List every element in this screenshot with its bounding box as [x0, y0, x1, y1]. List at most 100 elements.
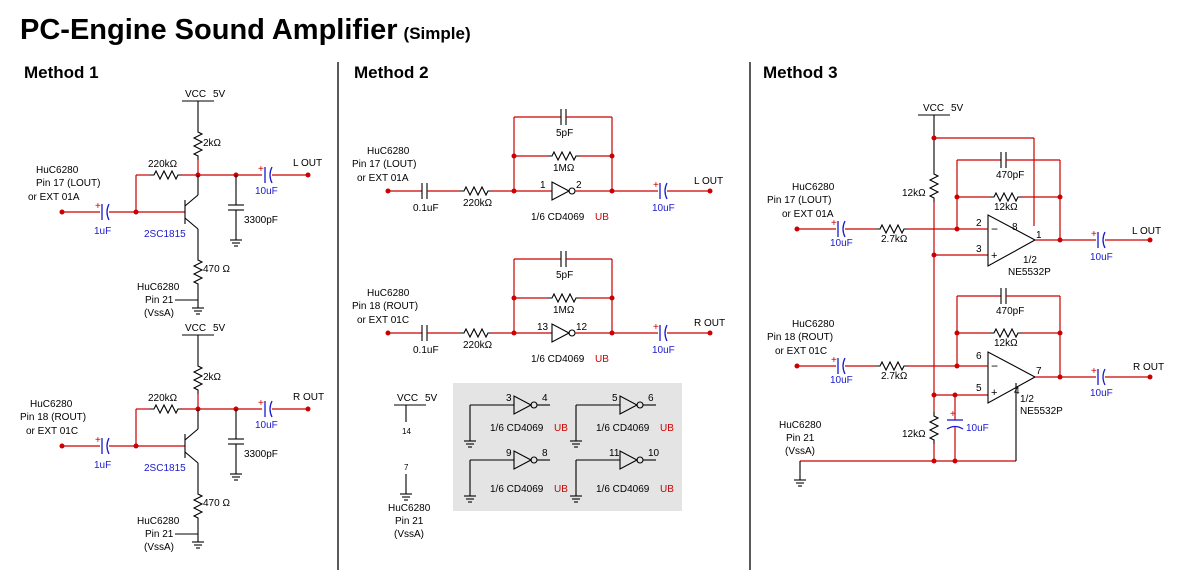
resistor-12k-bot: [929, 411, 939, 445]
pin-a8: 8: [1012, 222, 1018, 233]
transistor-label: 2SC1815: [144, 229, 186, 240]
m2-src-top-3: or EXT 01A: [357, 173, 409, 184]
m3-cap-out-b: 10uF: [1090, 388, 1113, 399]
svg-text:−: −: [991, 359, 998, 373]
gnd-line1: HuC6280: [137, 282, 180, 293]
pin-8: 8: [542, 448, 548, 459]
m2-gnd-3: (VssA): [394, 529, 424, 540]
r-base-label: 220kΩ: [148, 159, 178, 170]
m2-inv-label-2: 1/6 CD4069: [531, 354, 585, 365]
m3-op-half-b: 1/2: [1020, 394, 1034, 405]
src-bot-line3: or EXT 01C: [26, 426, 78, 437]
m2-gnd-2: Pin 21: [395, 516, 424, 527]
m3-cap-bias: 10uF: [966, 423, 989, 434]
m3-cap-out-a: 10uF: [1090, 252, 1113, 263]
r-out-label: R OUT: [293, 392, 324, 403]
r-emit-label: 470 Ω: [203, 264, 230, 275]
m2-pin7: 7: [404, 463, 409, 472]
m2-cap-in-2: 0.1uF: [413, 345, 439, 356]
pin-b5: 5: [976, 383, 982, 394]
m3-cap-in-a: 10uF: [830, 238, 853, 249]
m3-gnd-3: (VssA): [785, 446, 815, 457]
unused-label-3: 1/6 CD4069: [490, 484, 544, 495]
unused-suffix-2: UB: [660, 423, 674, 434]
m2-gnd-1: HuC6280: [388, 503, 431, 514]
method-2-circuit-bottom: HuC6280 Pin 18 (ROUT) or EXT 01C 0.1uF 2…: [352, 250, 725, 365]
title-text: PC-Engine Sound Amplifier: [20, 14, 398, 46]
pin-13: 13: [537, 322, 549, 333]
m3-vcc: VCC: [923, 103, 944, 114]
cap-out-label: 3300pF: [244, 215, 278, 226]
pin-4: 4: [542, 393, 548, 404]
pin-a2: 2: [976, 218, 982, 229]
gnd-line3: (VssA): [144, 308, 174, 319]
vcc-label: VCC: [185, 89, 206, 100]
m3-r-in-a: 2.7kΩ: [881, 234, 908, 245]
l-out-label: L OUT: [293, 158, 322, 169]
m3-gnd-2: Pin 21: [786, 433, 815, 444]
opamp-b: [987, 351, 1037, 404]
cap-out-label-2: 3300pF: [244, 449, 278, 460]
page-title: PC-Engine Sound Amplifier (Simple): [20, 14, 471, 47]
m2-r-fb-2: 1MΩ: [553, 305, 575, 316]
m3-op-name-b: NE5532P: [1020, 406, 1063, 417]
svg-text:+: +: [991, 387, 997, 399]
src-top-line2: Pin 17 (LOUT): [36, 178, 100, 189]
m3-src-bot-3: or EXT 01C: [775, 346, 827, 357]
pin-9: 9: [506, 448, 512, 459]
m2-cap-out: 10uF: [652, 203, 675, 214]
method-1-heading: Method 1: [24, 63, 99, 82]
m3-r-in-b: 2.7kΩ: [881, 371, 908, 382]
m3-src-bot-1: HuC6280: [792, 319, 835, 330]
cap-ac-label: 10uF: [255, 186, 278, 197]
src-top-line1: HuC6280: [36, 165, 79, 176]
method-2-circuit-top: HuC6280 Pin 17 (LOUT) or EXT 01A 0.1uF 2…: [352, 108, 723, 223]
m2-cap-fb-2: 5pF: [556, 270, 573, 281]
unused-suffix-1: UB: [554, 423, 568, 434]
svg-text:+: +: [950, 409, 956, 420]
vcc-volts: 5V: [213, 89, 226, 100]
m2-src-top-1: HuC6280: [367, 146, 410, 157]
svg-text:+: +: [991, 250, 997, 262]
m2-inv-label: 1/6 CD4069: [531, 212, 585, 223]
vcc-volts-2: 5V: [213, 323, 226, 334]
m3-src-top-1: HuC6280: [792, 182, 835, 193]
gnd-line2-2: Pin 21: [145, 529, 174, 540]
pin-11: 11: [609, 448, 620, 459]
subtitle-text: (Simple): [403, 24, 471, 43]
pin-5: 5: [612, 393, 618, 404]
m3-r-out: R OUT: [1133, 362, 1164, 373]
resistor-470: [193, 255, 203, 289]
pin-12: 12: [576, 322, 588, 333]
m3-cap-in-b: 10uF: [830, 375, 853, 386]
m2-vcc: VCC: [397, 393, 418, 404]
pin-10: 10: [648, 448, 660, 459]
gnd-line3-2: (VssA): [144, 542, 174, 553]
pin-3: 3: [506, 393, 512, 404]
m3-cap-fb-b: 470pF: [996, 306, 1024, 317]
cap-ac-label-2: 10uF: [255, 420, 278, 431]
src-bot-line2: Pin 18 (ROUT): [20, 412, 86, 423]
m3-op-name-a: NE5532P: [1008, 267, 1051, 278]
m2-src-bot-3: or EXT 01C: [357, 315, 409, 326]
m3-l-out: L OUT: [1132, 226, 1161, 237]
m3-src-top-2: Pin 17 (LOUT): [767, 195, 831, 206]
m3-src-bot-2: Pin 18 (ROUT): [767, 332, 833, 343]
m3-r-bias-bot: 12kΩ: [902, 429, 926, 440]
pin-b4: 4: [1014, 386, 1020, 397]
cap-1uf: [94, 200, 110, 221]
m2-cap-in: 0.1uF: [413, 203, 439, 214]
unused-label-2: 1/6 CD4069: [596, 423, 650, 434]
pin-1: 1: [540, 180, 546, 191]
r-emit-label-2: 470 Ω: [203, 498, 230, 509]
pin-b7: 7: [1036, 366, 1042, 377]
pin-6: 6: [648, 393, 654, 404]
resistor-12k-top: [929, 169, 939, 203]
method-2-heading: Method 2: [354, 63, 429, 82]
m2-src-bot-2: Pin 18 (ROUT): [352, 301, 418, 312]
unused-label-4: 1/6 CD4069: [596, 484, 650, 495]
m2-src-top-2: Pin 17 (LOUT): [352, 159, 416, 170]
